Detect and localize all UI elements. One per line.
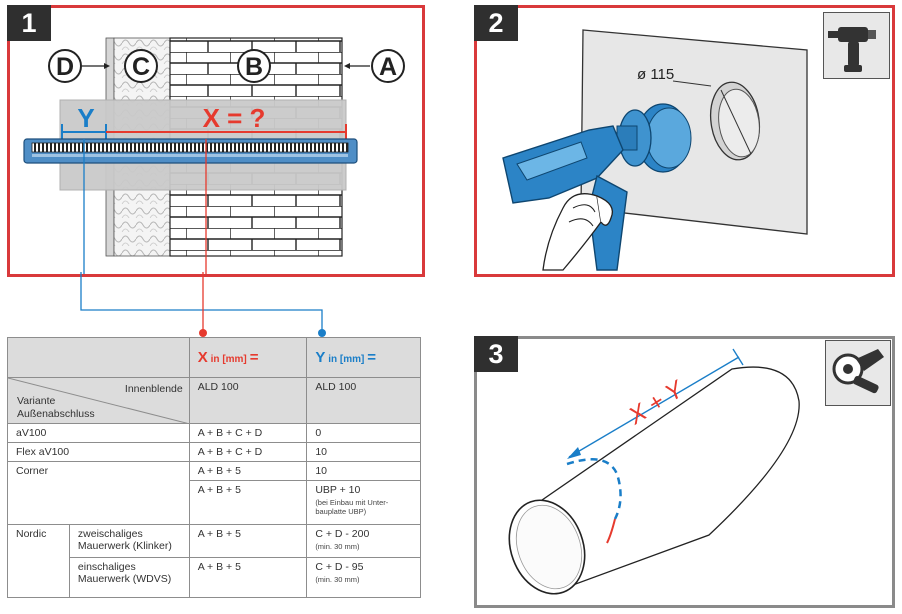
row-subtype: zweischaliges Mauerwerk (Klinker) xyxy=(68,524,190,558)
step-2-number: 2 xyxy=(474,5,518,41)
drilling-illustration: ø 115 xyxy=(502,29,808,271)
pipe-marking-diagram: X + Y xyxy=(508,348,800,595)
row-name: Flex aV100 xyxy=(7,442,190,462)
angle-grinder-icon xyxy=(825,340,891,406)
wall-section-diagram: D C B A Y X = ? xyxy=(23,37,405,274)
label-b: B xyxy=(245,53,263,81)
x-column-header: X in [mm] = xyxy=(188,337,308,378)
innenblende-label: Innenblende xyxy=(124,383,183,395)
row-name: Nordic xyxy=(7,524,70,598)
diagonal-header-cell: Innenblende Variante Außenabschluss xyxy=(7,377,190,424)
row-x: A + B + 5 xyxy=(188,524,308,558)
x-ald-cell: ALD 100 xyxy=(188,377,308,424)
y-dimension-label: Y xyxy=(77,103,94,133)
row-x: A + B + 5 xyxy=(188,557,308,598)
row-name: Corner xyxy=(7,461,190,525)
y-column-header: Y in [mm] = xyxy=(306,337,421,378)
y-ald-cell: ALD 100 xyxy=(306,377,421,424)
row-y: 10 xyxy=(306,442,421,462)
row-x: A + B + 5 xyxy=(188,480,308,525)
step-3-panel: 3 X + Y xyxy=(474,336,895,608)
x-dimension-label: X = ? xyxy=(203,103,266,133)
step-1-number: 1 xyxy=(7,5,51,41)
variante-label: Variante xyxy=(17,395,56,407)
row-x: A + B + C + D xyxy=(188,423,308,443)
step-2-panel: 2 ø 115 xyxy=(474,5,895,277)
row-y: 0 xyxy=(306,423,421,443)
row-y: C + D - 200 (min. 30 mm) xyxy=(306,524,421,558)
step-1-panel: 1 xyxy=(7,5,425,277)
diameter-label: ø 115 xyxy=(637,66,674,83)
label-c: C xyxy=(132,53,150,81)
row-x: A + B + C + D xyxy=(188,442,308,462)
row-y: C + D - 95 (min. 30 mm) xyxy=(306,557,421,598)
spec-table: X in [mm] = Y in [mm] = Innenblende Vari… xyxy=(7,337,421,598)
row-y: 10 xyxy=(306,461,421,481)
row-y: UBP + 10 (bei Einbau mit Unter-bauplatte… xyxy=(306,480,421,525)
connector-lines xyxy=(80,272,326,337)
label-d: D xyxy=(56,53,74,81)
label-a: A xyxy=(379,53,397,81)
step-3-number: 3 xyxy=(474,336,518,372)
row-subtype: einschaliges Mauerwerk (WDVS) xyxy=(68,557,190,598)
table-corner-cell xyxy=(7,337,190,378)
row-name: aV100 xyxy=(7,423,190,443)
aussenabschluss-label: Außenabschluss xyxy=(17,408,95,420)
row-x: A + B + 5 xyxy=(188,461,308,481)
drill-icon xyxy=(823,12,890,79)
